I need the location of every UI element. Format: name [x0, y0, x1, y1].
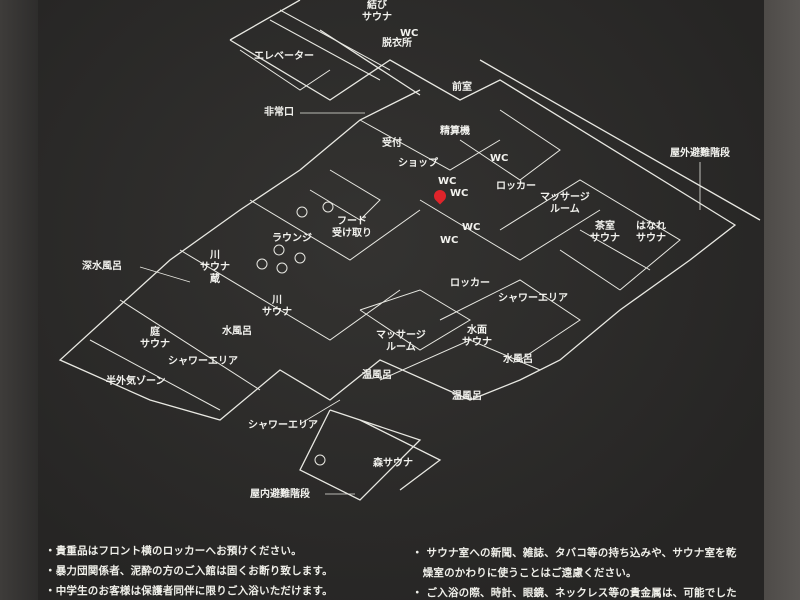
label-minamo-sauna: 水面 サウナ	[462, 325, 492, 348]
label-deep-water-bath: 深水風呂	[82, 261, 122, 272]
label-shower-left: シャワーエリア	[168, 356, 238, 367]
label-massage-lower: マッサージ ルーム	[376, 330, 426, 353]
note-left-1: ・貴重品はフロント横のロッカーへお預けください。	[45, 545, 302, 557]
label-niwa-sauna: 庭 サウナ	[140, 327, 170, 350]
label-shop: ショップ	[398, 158, 438, 169]
label-kawa-sauna: 川 サウナ	[262, 295, 292, 318]
label-wc-accessible: WC	[490, 153, 509, 164]
label-mori-sauna: 森サウナ	[373, 458, 413, 469]
label-lounge: ラウンジ	[272, 233, 312, 244]
label-shower-right: シャワーエリア	[498, 293, 568, 304]
note-right-3: ・ ご入浴の際、時計、眼鏡、ネックレス等の貴金属は、可能でした	[412, 587, 737, 599]
label-emergency-exit: 非常口	[264, 107, 294, 118]
label-wc-a: WC	[438, 176, 457, 187]
label-reception: 受付	[382, 138, 402, 149]
label-elevator: エレベーター	[254, 51, 314, 62]
label-datsuijo: 脱衣所	[382, 38, 412, 49]
label-musubi-sauna: 結び サウナ	[362, 0, 392, 23]
note-right-1: ・ サウナ室への新聞、雑誌、タバコ等の持ち込みや、サウナ室を乾	[412, 547, 737, 559]
interior-walls	[89, 9, 681, 411]
label-payment-machine: 精算機	[440, 126, 470, 137]
label-cold-bath-left: 水風呂	[222, 326, 252, 337]
wall-left	[0, 0, 38, 600]
label-kawa-sauna-kura: 川 サウナ 蔵	[200, 250, 230, 285]
floor-plan-drawing	[58, 0, 761, 501]
label-locker-upper: ロッカー	[496, 181, 536, 192]
wall-right	[764, 0, 800, 600]
note-right-2: 燥室のかわりに使うことはご遠慮ください。	[412, 567, 637, 579]
label-wc-c: WC	[462, 222, 481, 233]
label-wc-top: WC	[400, 28, 419, 39]
label-chashitsu-sauna: 茶室 サウナ	[590, 221, 620, 244]
label-warm-bath-left: 温風呂	[362, 370, 392, 381]
label-wc-d: WC	[440, 235, 459, 246]
label-outdoor-stairs: 屋外避難階段	[670, 148, 730, 159]
label-zenshitsu: 前室	[452, 82, 472, 93]
building-outline	[58, 0, 761, 501]
decorative-fixtures	[256, 201, 334, 466]
note-left-3: ・中学生のお客様は保護者同伴に限りご入浴いただけます。	[45, 585, 333, 597]
label-warm-bath-right: 温風呂	[452, 391, 482, 402]
leader-lines	[139, 112, 701, 495]
label-indoor-stairs: 屋内避難階段	[250, 489, 310, 500]
label-shower-bottom: シャワーエリア	[248, 420, 318, 431]
label-locker-lower: ロッカー	[450, 278, 490, 289]
label-semi-outdoor-zone: 半外気ゾーン	[106, 376, 166, 387]
label-food-pickup: フード 受け取り	[332, 216, 372, 239]
label-hanare-sauna: はなれ サウナ	[636, 221, 666, 244]
label-wc-b: WC	[450, 188, 469, 199]
note-left-2: ・暴力団関係者、泥酔の方のご入館は固くお断り致します。	[45, 565, 333, 577]
label-massage-upper: マッサージ ルーム	[540, 192, 590, 215]
label-cold-bath-right: 水風呂	[503, 354, 533, 365]
